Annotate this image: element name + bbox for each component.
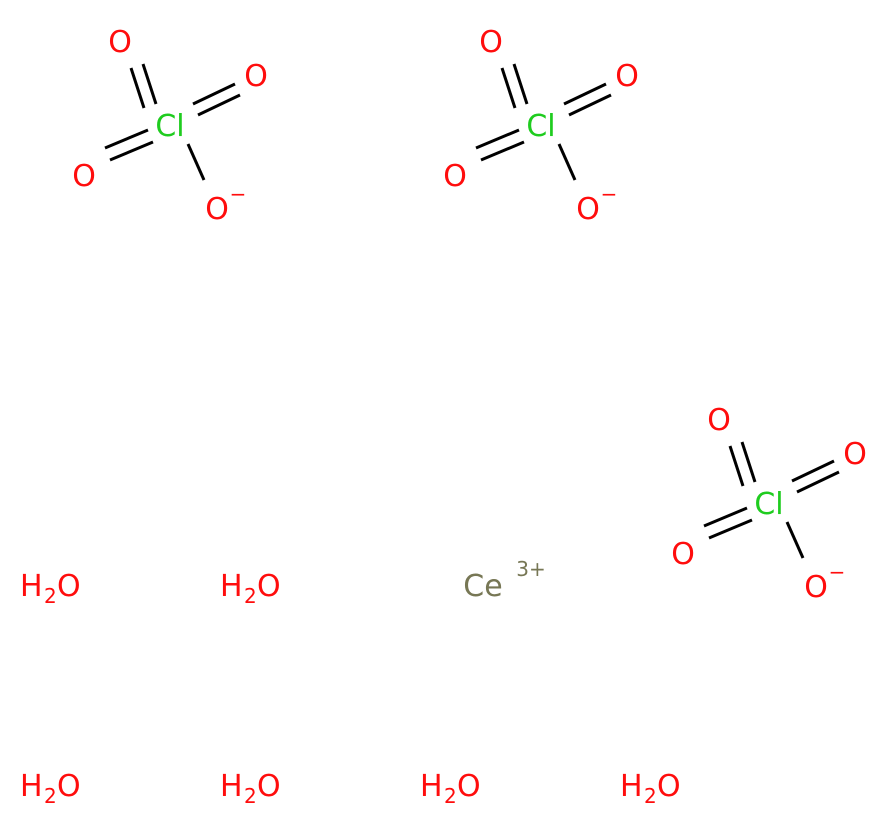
water-oxygen: O bbox=[57, 569, 81, 604]
water-molecule-4: H 2 O bbox=[220, 769, 281, 808]
cl-o-double-bond-left-b bbox=[480, 140, 525, 162]
water-molecule-1: H 2 O bbox=[20, 569, 81, 608]
cl-o-single-bond bbox=[186, 143, 206, 181]
water-hydrogen: H bbox=[420, 769, 443, 804]
cl-o-double-bond-top-b bbox=[129, 67, 146, 109]
cerium-cation: Ce 3+ bbox=[463, 557, 545, 604]
cl-o-double-bond-right-a bbox=[791, 459, 835, 483]
cl-o-double-bond-left-b bbox=[109, 140, 154, 162]
cl-o-double-bond-top-a bbox=[740, 441, 757, 483]
chlorine-atom: Cl bbox=[155, 109, 184, 144]
water-oxygen: O bbox=[457, 769, 481, 804]
water-molecule-5: H 2 O bbox=[420, 769, 481, 808]
water-oxygen: O bbox=[257, 769, 281, 804]
cl-o-double-bond-left-a bbox=[703, 506, 748, 528]
chlorine-atom: Cl bbox=[754, 487, 783, 522]
perchlorate-ion-2: Cl O O O O − bbox=[443, 25, 639, 227]
cl-o-double-bond-left-b bbox=[708, 518, 753, 540]
water-molecule-2: H 2 O bbox=[220, 569, 281, 608]
oxygen-atom-top: O bbox=[707, 403, 731, 438]
cl-o-single-bond bbox=[785, 521, 805, 559]
cl-o-double-bond-top-a bbox=[512, 63, 529, 105]
oxygen-atom-anionic: O bbox=[205, 192, 229, 227]
water-hydrogen: H bbox=[20, 569, 43, 604]
perchlorate-ion-3: Cl O O O O − bbox=[671, 403, 867, 605]
oxygen-atom-anionic: O bbox=[804, 570, 828, 605]
water-subscript: 2 bbox=[244, 584, 257, 608]
oxygen-atom-left: O bbox=[443, 159, 467, 194]
cl-o-double-bond-top-a bbox=[141, 63, 158, 105]
water-molecule-6: H 2 O bbox=[620, 769, 681, 808]
water-hydrogen: H bbox=[220, 569, 243, 604]
water-oxygen: O bbox=[257, 569, 281, 604]
cl-o-double-bond-right-b bbox=[197, 93, 241, 117]
chlorine-atom: Cl bbox=[526, 109, 555, 144]
cl-o-double-bond-top-b bbox=[728, 445, 745, 487]
water-hydrogen: H bbox=[220, 769, 243, 804]
water-oxygen: O bbox=[57, 769, 81, 804]
oxygen-atom-right: O bbox=[615, 59, 639, 94]
cl-o-double-bond-left-a bbox=[104, 128, 149, 150]
cerium-charge: 3+ bbox=[516, 557, 545, 581]
water-subscript: 2 bbox=[644, 784, 657, 808]
oxygen-atom-right: O bbox=[843, 437, 867, 472]
cl-o-single-bond bbox=[557, 143, 577, 181]
water-subscript: 2 bbox=[444, 784, 457, 808]
negative-charge: − bbox=[230, 182, 247, 206]
oxygen-atom-top: O bbox=[479, 25, 503, 60]
cl-o-double-bond-right-b bbox=[796, 470, 840, 494]
cerium-atom: Ce bbox=[463, 569, 502, 604]
oxygen-atom-anionic: O bbox=[576, 192, 600, 227]
cl-o-double-bond-top-b bbox=[500, 67, 517, 109]
cl-o-double-bond-left-a bbox=[475, 128, 520, 150]
water-hydrogen: H bbox=[620, 769, 643, 804]
water-subscript: 2 bbox=[44, 784, 57, 808]
cl-o-double-bond-right-a bbox=[192, 82, 236, 106]
negative-charge: − bbox=[829, 560, 846, 584]
oxygen-atom-left: O bbox=[72, 159, 96, 194]
water-hydrogen: H bbox=[20, 769, 43, 804]
perchlorate-ion-1: Cl O O O O − bbox=[72, 25, 268, 227]
oxygen-atom-left: O bbox=[671, 537, 695, 572]
water-oxygen: O bbox=[657, 769, 681, 804]
negative-charge: − bbox=[601, 182, 618, 206]
cl-o-double-bond-right-a bbox=[563, 82, 607, 106]
oxygen-atom-top: O bbox=[108, 25, 132, 60]
water-subscript: 2 bbox=[44, 584, 57, 608]
water-subscript: 2 bbox=[244, 784, 257, 808]
oxygen-atom-right: O bbox=[244, 59, 268, 94]
water-molecule-3: H 2 O bbox=[20, 769, 81, 808]
cl-o-double-bond-right-b bbox=[568, 93, 612, 117]
